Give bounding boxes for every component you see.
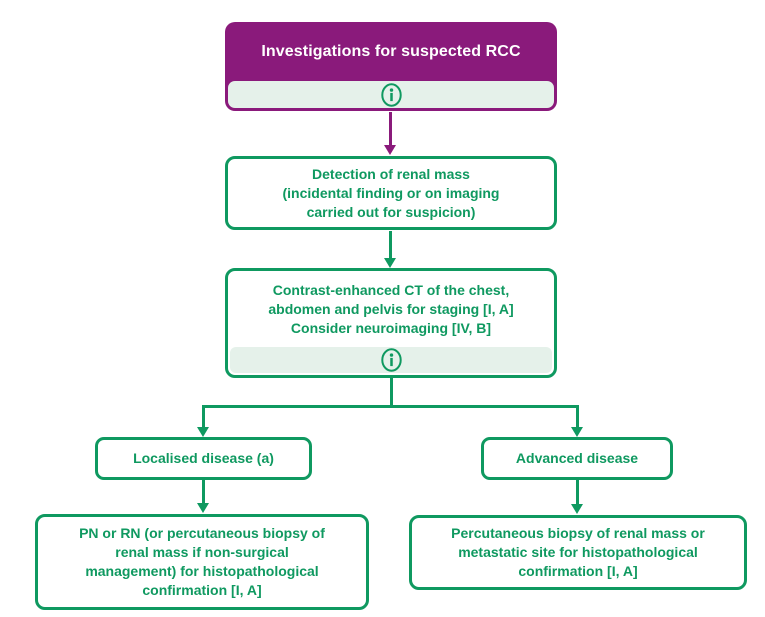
arrow-localised-to-action: [197, 480, 210, 513]
header-node: Investigations for suspected RCC: [225, 22, 557, 111]
ct-staging-node: Contrast-enhanced CT of the chest, abdom…: [225, 268, 557, 378]
arrow-head: [384, 258, 396, 268]
arrow-stem: [576, 480, 579, 505]
branch-stem: [389, 378, 393, 407]
detection-node: Detection of renal mass (incidental find…: [225, 156, 557, 230]
arrow-detection-to-ct: [384, 231, 397, 268]
info-icon: [380, 348, 402, 372]
advanced-disease-label: Advanced disease: [515, 450, 639, 466]
info-icon: [380, 82, 402, 107]
localised-action-text: PN or RN (or percutaneous biopsy of rena…: [79, 525, 325, 598]
arrow-stem: [389, 112, 392, 146]
arrow-branch-to-localised: [197, 406, 210, 437]
arrow-head: [571, 504, 583, 514]
arrow-header-to-detection: [384, 112, 397, 155]
header-title: Investigations for suspected RCC: [261, 42, 521, 60]
arrow-head: [197, 427, 209, 437]
arrow-branch-to-advanced: [571, 406, 584, 437]
branch-crossbar: [202, 405, 579, 408]
arrow-stem: [202, 480, 205, 504]
localised-action-node: PN or RN (or percutaneous biopsy of rena…: [35, 514, 369, 610]
advanced-action-text: Percutaneous biopsy of renal mass or met…: [451, 525, 705, 579]
arrow-head: [384, 145, 396, 155]
advanced-action-node: Percutaneous biopsy of renal mass or met…: [409, 515, 747, 590]
arrow-stem: [202, 406, 205, 428]
arrow-stem: [389, 231, 392, 259]
arrow-advanced-to-action: [571, 480, 584, 514]
localised-disease-node: Localised disease (a): [95, 437, 312, 480]
arrow-head: [197, 503, 209, 513]
advanced-disease-node: Advanced disease: [481, 437, 673, 480]
arrow-stem: [576, 406, 579, 428]
ct-info-button[interactable]: [230, 347, 552, 373]
localised-disease-label: Localised disease (a): [133, 450, 274, 466]
header-info-button[interactable]: [228, 81, 554, 108]
arrow-head: [571, 427, 583, 437]
ct-staging-text: Contrast-enhanced CT of the chest, abdom…: [268, 281, 514, 336]
detection-text: Detection of renal mass (incidental find…: [282, 165, 500, 220]
